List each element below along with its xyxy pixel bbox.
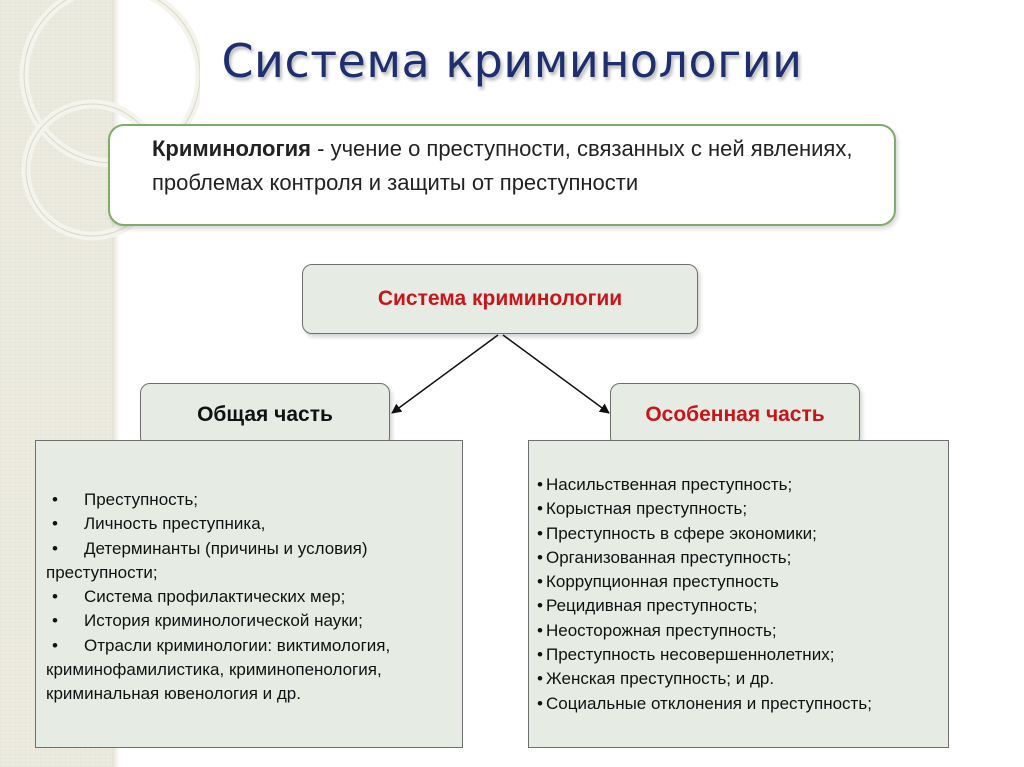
list-item: •Женская преступность; и др. (537, 667, 942, 691)
list-item: •Преступность; (46, 488, 454, 512)
list-item: •Неосторожная преступность; (537, 619, 942, 643)
special-part-label: Особенная часть (645, 403, 825, 426)
bullet-icon: • (537, 547, 543, 567)
bullet-icon: • (52, 514, 58, 534)
list-item: •Преступность несовершеннолетних; (537, 643, 942, 667)
list-item: •История криминологической науки; (46, 609, 454, 633)
node-special-part: Особенная часть (610, 383, 860, 447)
list-item: •Преступность в сфере экономики; (537, 522, 942, 546)
bullet-icon: • (52, 538, 58, 558)
list-item: •Отрасли криминологии: виктимология, кри… (46, 635, 391, 704)
general-part-list: •Преступность; •Личность преступника, •Д… (46, 488, 454, 707)
decorative-band-edge (112, 0, 120, 767)
list-item: •Рецидивная преступность; (537, 594, 942, 618)
general-part-label: Общая часть (197, 403, 333, 426)
bullet-icon: • (52, 635, 58, 655)
special-part-list-box: •Насильственная преступность; •Корыстная… (528, 440, 949, 748)
bullet-icon: • (52, 611, 58, 631)
bullet-icon: • (537, 523, 543, 543)
list-item: •Система профилактических мер; (46, 585, 454, 609)
bullet-icon: • (537, 693, 543, 713)
list-item: •Организованная преступность; (537, 546, 942, 570)
special-part-list: •Насильственная преступность; •Корыстная… (537, 473, 942, 716)
arrow-to-special (502, 334, 610, 414)
bullet-icon: • (537, 645, 543, 665)
list-item: •Детерминанты (причины и условия) престу… (46, 538, 368, 582)
bullet-icon: • (537, 620, 543, 640)
definition-box: Криминология - учение о преступности, св… (108, 124, 896, 226)
general-part-list-box: •Преступность; •Личность преступника, •Д… (35, 440, 463, 748)
node-general-part: Общая часть (140, 383, 390, 447)
bullet-icon: • (52, 490, 58, 509)
bullet-icon: • (537, 669, 543, 689)
bullet-icon: • (537, 572, 543, 592)
list-item: •Корыстная преступность; (537, 497, 942, 521)
root-node-system: Система криминологии (302, 264, 698, 334)
definition-text: - учение о преступности, связанных с ней… (152, 136, 853, 195)
bullet-icon: • (537, 596, 543, 616)
list-item: •Коррупционная преступность (537, 570, 942, 594)
bullet-icon: • (537, 499, 543, 519)
root-node-label: Система криминологии (377, 287, 623, 310)
decorative-background-band (0, 0, 112, 767)
list-item: •Личность преступника, (46, 512, 454, 536)
page-title: Система криминологии (221, 34, 803, 88)
list-item: •Социальные отклонения и преступность; (537, 692, 942, 716)
bullet-icon: • (537, 475, 543, 494)
arrow-to-general (391, 334, 499, 414)
definition-term: Криминология (152, 136, 312, 161)
bullet-icon: • (52, 587, 58, 607)
list-item: •Насильственная преступность; (537, 473, 942, 497)
